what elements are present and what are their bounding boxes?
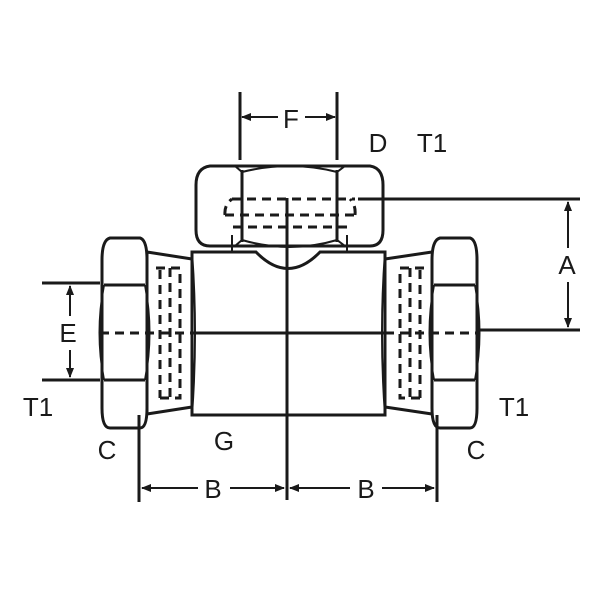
label-F: F	[283, 104, 299, 134]
dimension-E	[42, 281, 100, 382]
label-T1-right: T1	[499, 392, 529, 422]
label-C-left: C	[98, 435, 117, 465]
label-E: E	[59, 318, 76, 348]
dimension-A	[358, 197, 580, 332]
label-A: A	[558, 250, 576, 280]
label-T1-left: T1	[23, 392, 53, 422]
label-B-left: B	[204, 474, 221, 504]
label-C-right: C	[467, 435, 486, 465]
label-B-right: B	[357, 474, 374, 504]
top-hex-nut	[194, 164, 385, 252]
dimension-B	[137, 415, 439, 502]
dimension-F	[238, 92, 339, 160]
label-T1-top: T1	[417, 128, 447, 158]
label-D: D	[369, 128, 388, 158]
label-G: G	[214, 426, 234, 456]
right-hex-nut	[384, 236, 481, 430]
